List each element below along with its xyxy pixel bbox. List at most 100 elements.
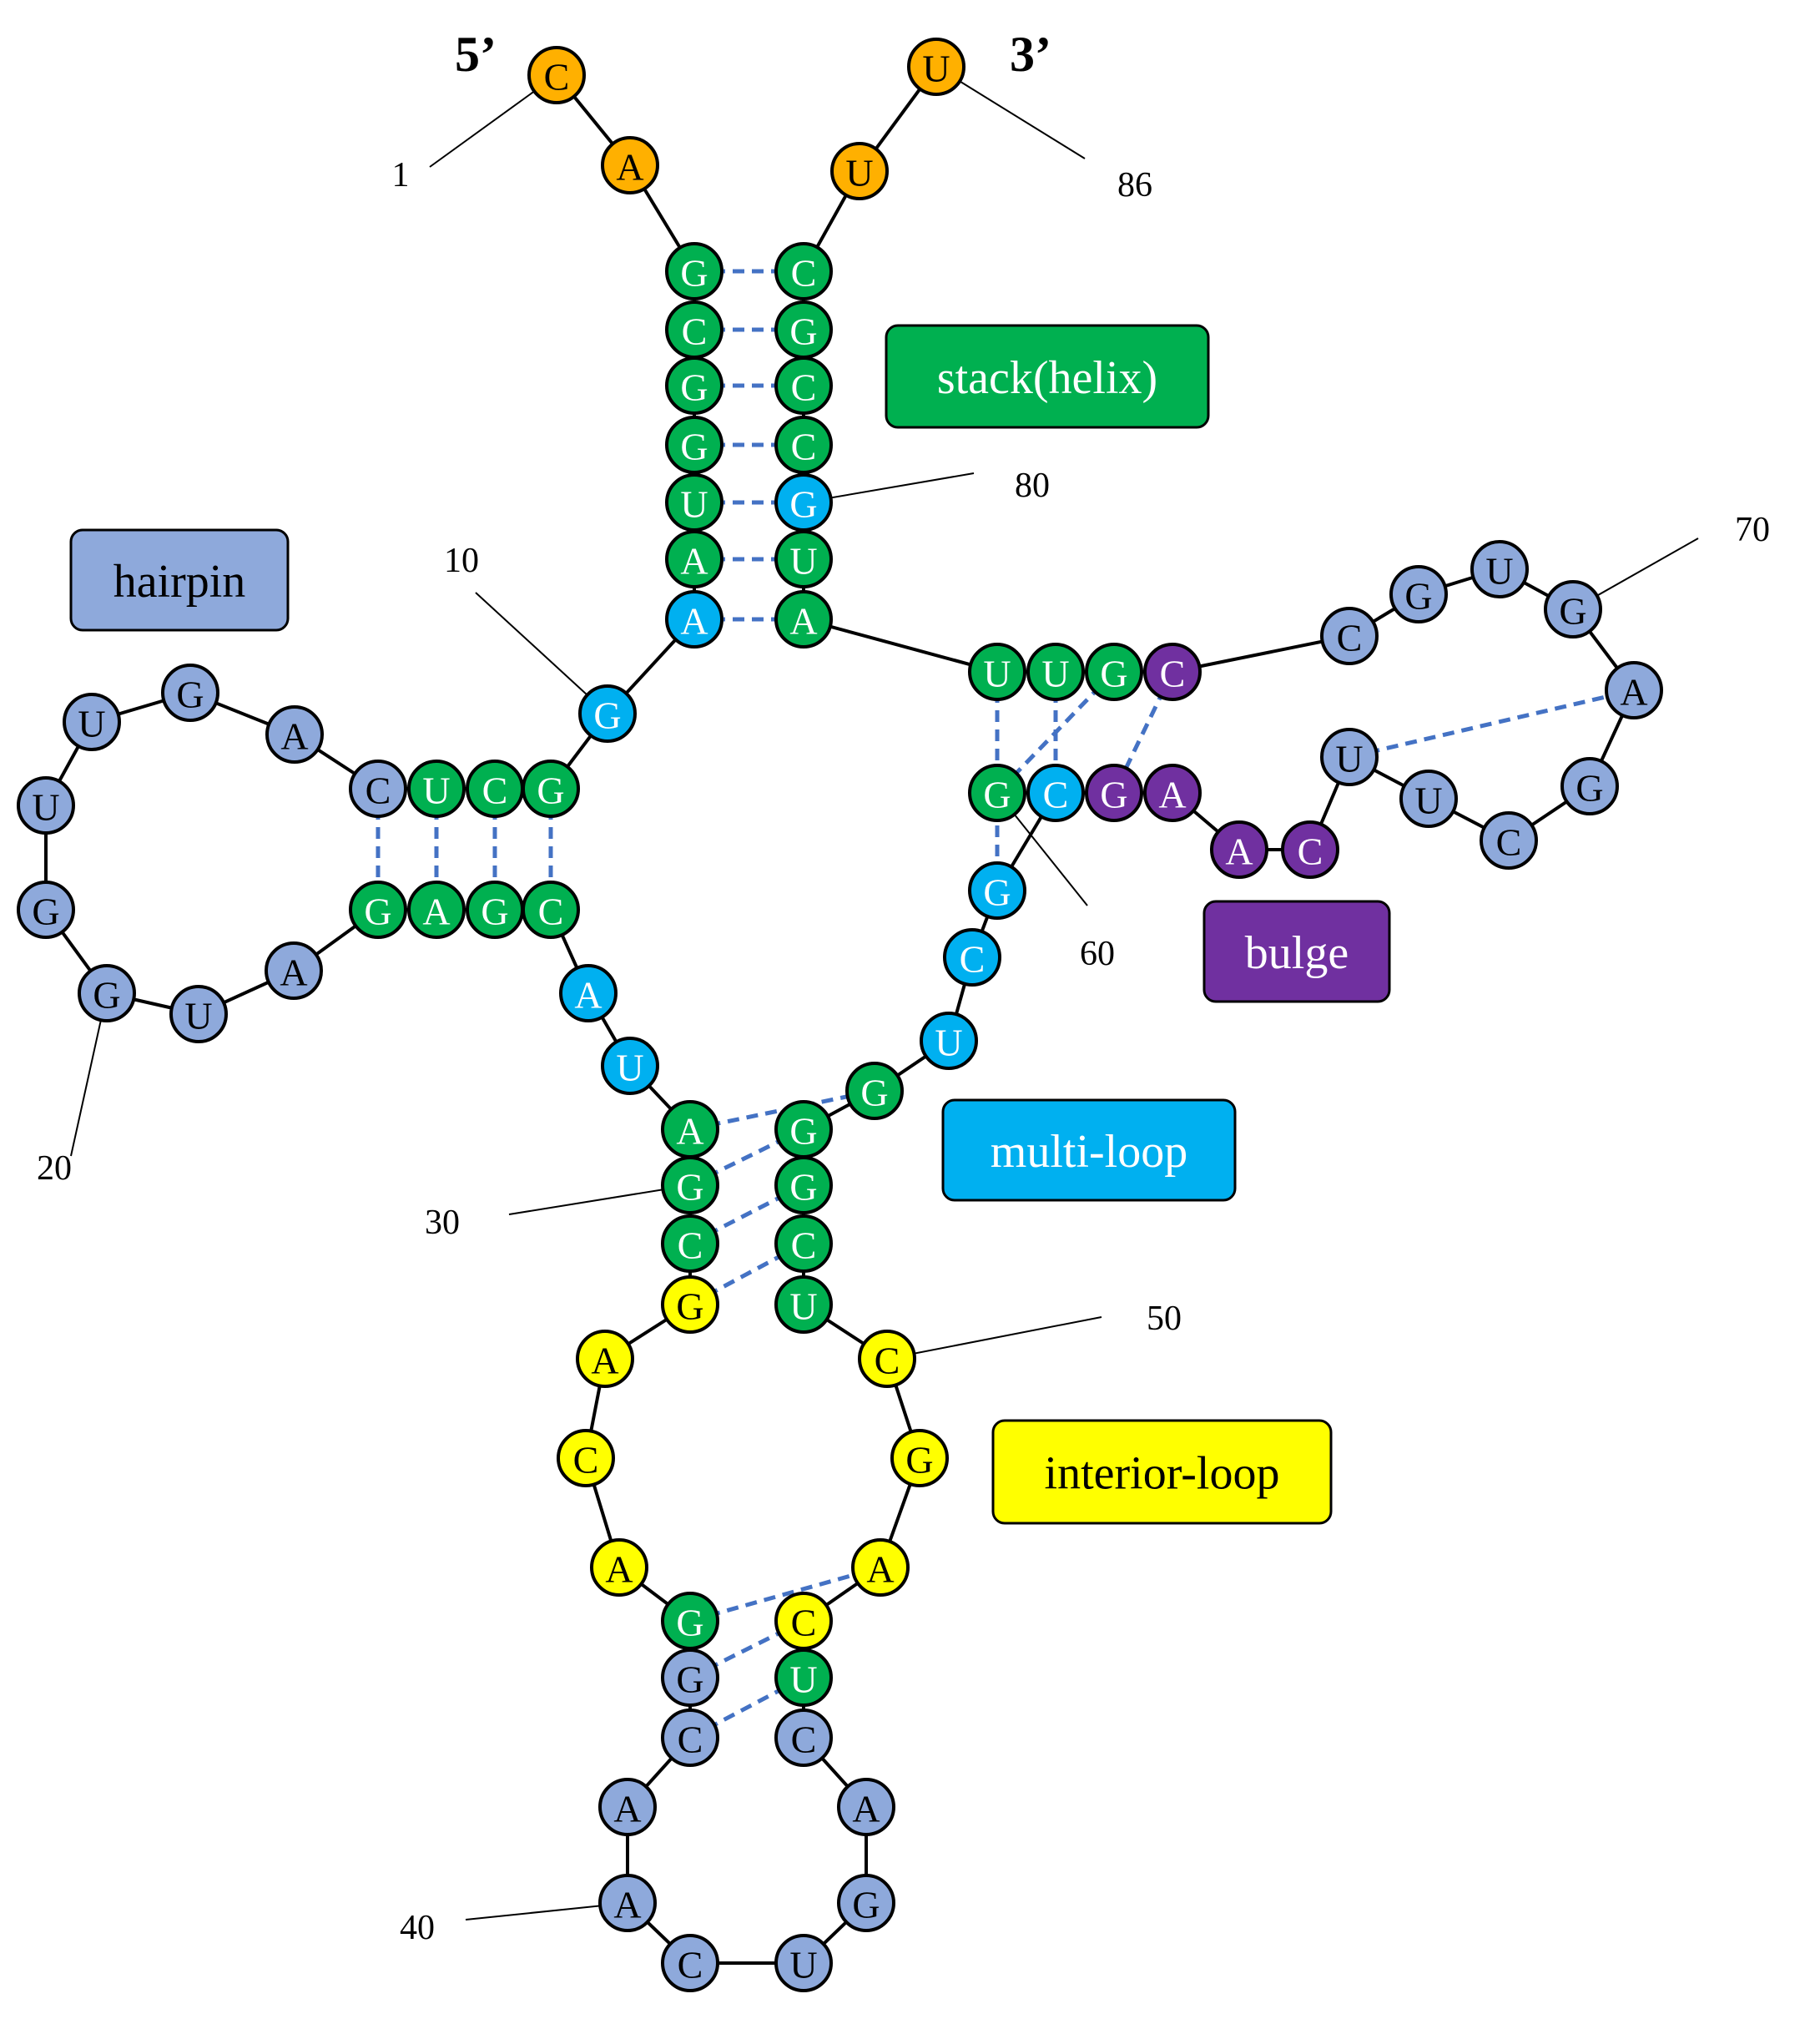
nucleotide-letter: G bbox=[983, 774, 1011, 816]
nucleotide-51: U bbox=[774, 1275, 833, 1334]
nucleotide-letter: G bbox=[789, 483, 817, 526]
nucleotide-letter: C bbox=[875, 1340, 900, 1382]
nucleotide-letter: U bbox=[789, 1285, 817, 1328]
nucleotide-letter: A bbox=[613, 1884, 641, 1926]
nucleotide-circle bbox=[590, 1538, 648, 1597]
nucleotide-20: G bbox=[78, 964, 136, 1022]
nucleotide-circle bbox=[968, 861, 1026, 920]
nucleotide-letter: U bbox=[78, 703, 105, 745]
nucleotide-28: U bbox=[601, 1037, 659, 1095]
nucleotide-letter: U bbox=[1485, 550, 1513, 593]
nucleotide-letter: A bbox=[789, 600, 817, 643]
nucleotide-50: C bbox=[858, 1330, 916, 1388]
nucleotide-circle bbox=[851, 1538, 910, 1597]
nucleotide-letter: U bbox=[983, 653, 1011, 695]
nucleotide-3: G bbox=[665, 242, 723, 300]
nucleotide-letter: C bbox=[791, 1602, 817, 1644]
position-label-30: 30 bbox=[425, 1204, 460, 1242]
nucleotide-7: U bbox=[665, 473, 723, 532]
legend-label: bulge bbox=[1245, 927, 1349, 979]
nucleotide-circle bbox=[1320, 607, 1379, 665]
nucleotide-circle bbox=[265, 941, 323, 1000]
nucleotide-letter: A bbox=[866, 1548, 894, 1591]
nucleotide-circle bbox=[407, 881, 466, 939]
nucleotide-letter: G bbox=[905, 1439, 933, 1481]
nucleotide-9: A bbox=[665, 590, 723, 649]
nucleotide-circle bbox=[661, 1648, 719, 1707]
nucleotide-letter: G bbox=[676, 1166, 703, 1209]
nucleotide-78: A bbox=[774, 590, 833, 649]
nucleotide-circle bbox=[661, 1214, 719, 1273]
nucleotide-32: G bbox=[661, 1275, 719, 1334]
nucleotide-circle bbox=[665, 530, 723, 588]
nucleotide-17: U bbox=[63, 693, 121, 751]
nucleotide-43: G bbox=[837, 1874, 895, 1932]
nucleotide-circle bbox=[774, 1100, 833, 1158]
nucleotide-circle bbox=[661, 1934, 719, 1992]
nucleotide-circle bbox=[578, 684, 637, 743]
nucleotide-letter: U bbox=[1335, 738, 1363, 780]
nucleotide-circle bbox=[598, 1778, 657, 1836]
nucleotide-72: G bbox=[1389, 565, 1448, 623]
nucleotide-69: A bbox=[1605, 661, 1663, 719]
nucleotide-letter: G bbox=[32, 891, 59, 933]
nucleotide-circle bbox=[665, 416, 723, 474]
nucleotide-circle bbox=[830, 142, 889, 200]
nucleotide-23: G bbox=[349, 881, 407, 939]
nucleotide-59: C bbox=[1026, 764, 1085, 822]
legend-label: hairpin bbox=[113, 556, 246, 608]
nucleotide-letter: G bbox=[1100, 774, 1127, 816]
nucleotide-letter: G bbox=[680, 252, 708, 295]
nucleotide-circle bbox=[661, 1275, 719, 1334]
nucleotide-letter: C bbox=[791, 252, 817, 295]
nucleotide-letter: A bbox=[280, 715, 308, 758]
nucleotide-25: G bbox=[466, 881, 524, 939]
nucleotide-letter: G bbox=[676, 1602, 703, 1644]
nucleotide-letter: G bbox=[676, 1658, 703, 1701]
nucleotide-letter: A bbox=[1225, 830, 1253, 873]
nucleotide-34: C bbox=[557, 1429, 615, 1487]
nucleotide-54: G bbox=[774, 1100, 833, 1158]
nucleotide-letter: G bbox=[364, 891, 391, 933]
nucleotide-circle bbox=[920, 1012, 978, 1070]
nucleotide-1: C bbox=[527, 46, 586, 104]
nucleotide-circle bbox=[907, 38, 965, 96]
nucleotide-circle bbox=[837, 1874, 895, 1932]
nucleotide-45: C bbox=[774, 1709, 833, 1767]
position-leader-line bbox=[475, 592, 608, 714]
nucleotide-letter: C bbox=[791, 1224, 817, 1267]
nucleotide-circle bbox=[1143, 764, 1202, 822]
nucleotide-86: U bbox=[907, 38, 965, 96]
nucleotide-83: G bbox=[774, 300, 833, 359]
nucleotide-2: A bbox=[601, 136, 659, 194]
nucleotide-letter: C bbox=[791, 1719, 817, 1761]
nucleotide-letter: G bbox=[680, 426, 708, 468]
nucleotide-70: G bbox=[1544, 580, 1602, 638]
nucleotide-letter: U bbox=[32, 786, 59, 829]
nucleotide-letter: U bbox=[680, 483, 708, 526]
nucleotide-letter: G bbox=[481, 891, 508, 933]
nucleotide-10: G bbox=[578, 684, 637, 743]
nucleotide-18: U bbox=[17, 776, 75, 835]
legend-stack: stack(helix) bbox=[885, 324, 1210, 429]
nucleotide-circle bbox=[598, 1874, 657, 1932]
nucleotide-circle bbox=[665, 242, 723, 300]
nucleotide-circle bbox=[601, 136, 659, 194]
nucleotide-circle bbox=[1560, 757, 1619, 815]
legend-label: interior-loop bbox=[1045, 1448, 1280, 1500]
nucleotide-letter: A bbox=[1620, 671, 1647, 714]
nucleotide-letter: U bbox=[789, 1658, 817, 1701]
nucleotide-letter: A bbox=[613, 1788, 641, 1830]
nucleotide-46: U bbox=[774, 1648, 833, 1707]
nucleotide-49: G bbox=[890, 1429, 949, 1487]
nucleotide-26: C bbox=[522, 881, 580, 939]
nucleotide-letter: G bbox=[983, 871, 1011, 914]
nucleotide-75: G bbox=[1085, 643, 1143, 701]
nucleotide-circle bbox=[1210, 820, 1268, 879]
nucleotide-circle bbox=[774, 1592, 833, 1650]
base-pair-bond bbox=[689, 1565, 881, 1623]
nucleotide-circle bbox=[466, 760, 524, 818]
nucleotide-circle bbox=[858, 1330, 916, 1388]
nucleotide-letter: A bbox=[591, 1340, 618, 1382]
